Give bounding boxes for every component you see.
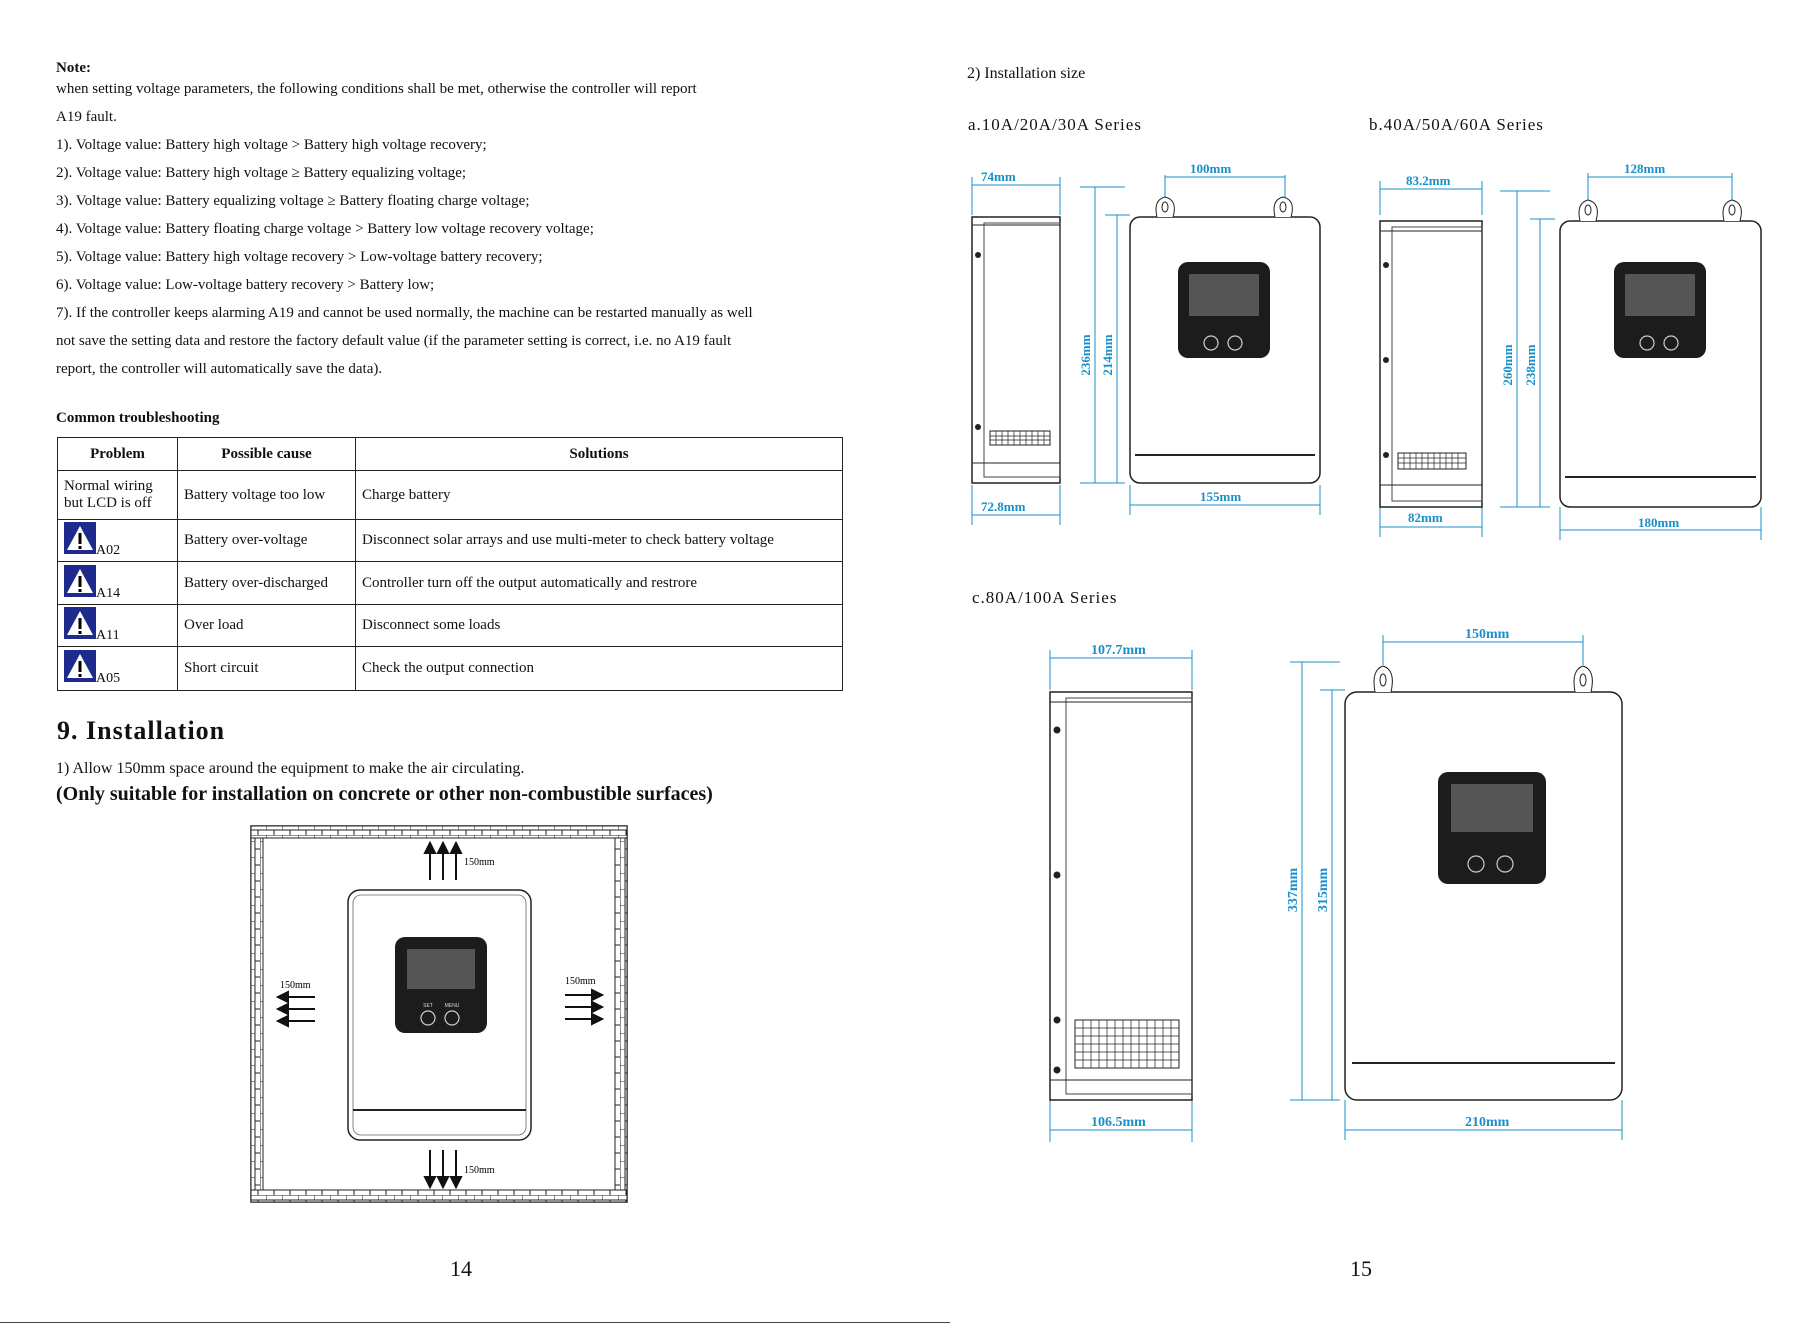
table-row: Normal wiring but LCD is off Battery vol… <box>57 470 843 520</box>
note-line: 1). Voltage value: Battery high voltage … <box>56 137 487 153</box>
page-number-left: 14 <box>450 1256 472 1281</box>
set-label: SET <box>423 1003 433 1009</box>
dim-side-top: 74mm <box>981 169 1016 184</box>
series-a-drawing: 74mm 72.8mm 100mm 155mm 236mm 214mm <box>971 161 1321 525</box>
dim-height-inner: 315mm <box>1316 868 1331 913</box>
header-cause: Possible cause <box>177 437 356 471</box>
clearance-bottom-label: 150mm <box>464 1165 495 1176</box>
dim-height-inner: 214mm <box>1100 334 1115 375</box>
note-line: 5). Voltage value: Battery high voltage … <box>56 249 543 265</box>
cause-cell: Battery voltage too low <box>177 470 356 520</box>
problem-cell: A14 <box>57 561 178 605</box>
cause-cell: Battery over-voltage <box>177 519 356 562</box>
menu-label: MENU <box>445 1003 460 1009</box>
dim-height-outer: 260mm <box>1500 344 1515 385</box>
clearance-diagram: SET MENU 150mm 150mm 150mm 150mm <box>250 825 628 1203</box>
dim-side-top: 107.7mm <box>1091 643 1146 658</box>
table-row: A05 Short circuit Check the output conne… <box>57 646 843 691</box>
table-row: A14 Battery over-discharged Controller t… <box>57 561 843 605</box>
error-code: A02 <box>96 543 121 558</box>
note-line: 6). Voltage value: Low-voltage battery r… <box>56 277 435 293</box>
problem-cell: Normal wiring but LCD is off <box>57 470 178 520</box>
solution-cell: Check the output connection <box>355 646 843 691</box>
series-c-drawing: 107.7mm 106.5mm 150mm 210mm 337mm 315mm <box>1049 627 1623 1142</box>
dim-side-top: 83.2mm <box>1406 173 1451 188</box>
page-divider-line <box>0 1322 950 1323</box>
table-row: A02 Battery over-voltage Disconnect sola… <box>57 519 843 562</box>
troubleshooting-table: Problem Possible cause Solutions Normal … <box>57 437 843 691</box>
dim-front-bottom: 210mm <box>1465 1115 1510 1130</box>
cause-cell: Battery over-discharged <box>177 561 356 605</box>
installation-warning: (Only suitable for installation on concr… <box>56 783 713 805</box>
problem-cell: A05 <box>57 646 178 691</box>
problem-cell: A11 <box>57 604 178 647</box>
solution-cell: Charge battery <box>355 470 843 520</box>
dim-height-outer: 236mm <box>1078 334 1093 375</box>
note-line: report, the controller will automaticall… <box>56 361 383 377</box>
table-header-row: Problem Possible cause Solutions <box>57 437 843 471</box>
solution-cell: Disconnect solar arrays and use multi-me… <box>355 519 843 562</box>
series-c-title: c.80A/100A Series <box>972 588 1118 607</box>
note-line: 7). If the controller keeps alarming A19… <box>56 305 753 321</box>
cause-cell: Over load <box>177 604 356 647</box>
dim-side-bottom: 82mm <box>1408 510 1443 525</box>
problem-cell: A02 <box>57 519 178 562</box>
dim-front-bottom: 155mm <box>1200 489 1241 504</box>
header-problem: Problem <box>57 437 178 471</box>
clearance-left-label: 150mm <box>280 980 311 991</box>
cause-cell: Short circuit <box>177 646 356 691</box>
dim-height-inner: 238mm <box>1523 344 1538 385</box>
dim-front-bottom: 180mm <box>1638 515 1679 530</box>
series-a-title: a.10A/20A/30A Series <box>968 115 1142 134</box>
installation-line: 1) Allow 150mm space around the equipmen… <box>56 760 525 777</box>
series-b-title: b.40A/50A/60A Series <box>1369 115 1544 134</box>
page-number-right: 15 <box>1350 1256 1372 1281</box>
note-line: 2). Voltage value: Battery high voltage … <box>56 165 467 181</box>
solution-cell: Controller turn off the output automatic… <box>355 561 843 605</box>
dim-front-top: 150mm <box>1465 627 1510 642</box>
table-row: A11 Over load Disconnect some loads <box>57 604 843 647</box>
series-b-drawing: 83.2mm 82mm 128mm 180mm 260mm 238mm <box>1379 161 1762 540</box>
troubleshooting-title: Common troubleshooting <box>56 410 220 426</box>
error-code: A11 <box>96 628 120 643</box>
note-line: not save the setting data and restore th… <box>56 333 732 349</box>
header-solutions: Solutions <box>355 437 843 471</box>
dim-side-bottom: 72.8mm <box>981 499 1026 514</box>
error-code: A14 <box>96 585 121 601</box>
warning-icon <box>64 564 96 602</box>
clearance-top-label: 150mm <box>464 857 495 868</box>
note-body: when setting voltage parameters, the fol… <box>56 77 856 381</box>
note-line: A19 fault. <box>56 109 117 125</box>
clearance-right-label: 150mm <box>565 976 596 987</box>
warning-icon <box>64 522 96 559</box>
dim-front-top: 100mm <box>1190 161 1231 176</box>
installation-size-heading: 2) Installation size <box>967 65 1086 82</box>
note-line: 3). Voltage value: Battery equalizing vo… <box>56 193 530 209</box>
note-line: when setting voltage parameters, the fol… <box>56 81 697 97</box>
dim-side-bottom: 106.5mm <box>1091 1115 1146 1130</box>
installation-heading: 9. Installation <box>57 716 226 745</box>
warning-icon <box>64 607 96 644</box>
error-code: A05 <box>96 671 121 686</box>
dim-height-outer: 337mm <box>1286 868 1301 913</box>
note-line: 4). Voltage value: Battery floating char… <box>56 221 594 237</box>
solution-cell: Disconnect some loads <box>355 604 843 647</box>
dim-front-top: 128mm <box>1624 161 1665 176</box>
warning-icon <box>64 650 96 687</box>
note-title: Note: <box>56 60 91 76</box>
